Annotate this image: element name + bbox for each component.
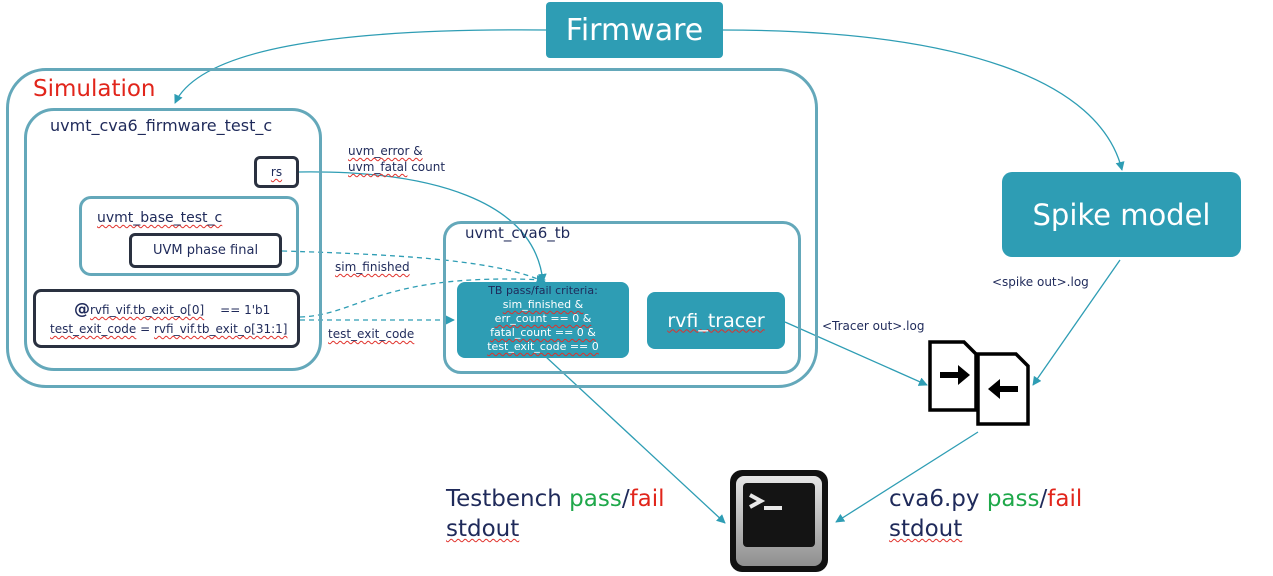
- cva6-fail: fail: [1047, 486, 1083, 512]
- firmware-label: Firmware: [565, 12, 704, 48]
- cva6-result-line1: cva6.py pass/fail: [889, 488, 1082, 511]
- rs-box: rs: [254, 156, 299, 188]
- cva6-tb-label: uvmt_cva6_tb: [465, 224, 571, 242]
- firmware-test-label: uvmt_cva6_firmware_test_c: [50, 116, 273, 135]
- test-exit-code-name: test_exit_code: [50, 322, 137, 336]
- exit-condition-line1: @rvfi_vif.tb_exit_o[0] == 1'b1: [74, 301, 270, 317]
- simulation-frame: [6, 68, 818, 388]
- uvm-fatal-text: uvm_fatal: [348, 160, 408, 174]
- criteria-sim-finished: sim_finished &: [502, 298, 584, 311]
- spike-log-label: <spike out>.log: [992, 275, 1089, 289]
- arrow-compare-to-terminal: [835, 431, 979, 523]
- spike-model-label: Spike model: [1032, 197, 1211, 232]
- sim-finished-label: sim_finished: [335, 260, 410, 274]
- spike-model-box: Spike model: [1002, 172, 1241, 257]
- uvm-error-text: uvm_error &: [348, 144, 423, 158]
- exit-signal-bit0: rvfi_vif.tb_exit_o[0]: [90, 303, 205, 317]
- uvm-phase-final-box: UVM phase final: [129, 233, 282, 268]
- testbench-label: Testbench: [446, 486, 570, 512]
- file-compare-icon: [928, 340, 1030, 426]
- pass-fail-criteria-box: TB pass/fail criteria: sim_finished & er…: [457, 282, 629, 358]
- dashed-phase-final-to-criteria: [281, 250, 546, 283]
- exit-signal-bits: rvfi_vif.tb_exit_o[31:1]: [153, 322, 288, 336]
- exit-condition-line2: test_exit_code = rvfi_vif.tb_exit_o[31:1…: [50, 323, 287, 335]
- simulation-label: Simulation: [33, 76, 156, 102]
- arrow-tracer-to-compare: [784, 321, 928, 386]
- rs-label: rs: [270, 165, 283, 179]
- terminal-icon: [730, 470, 828, 572]
- testbench-result-line1: Testbench pass/fail: [446, 488, 665, 511]
- cva6-tb-frame: [443, 221, 801, 374]
- uvm-error-fatal-label: uvm_error & uvm_fatal count: [348, 143, 445, 175]
- base-test-label: uvmt_base_test_c: [97, 210, 223, 226]
- at-symbol: @: [74, 299, 90, 318]
- firmware-test-frame: [24, 108, 322, 371]
- criteria-err-count: err_count == 0 &: [494, 312, 592, 325]
- arrow-spike-to-compare: [1032, 259, 1121, 386]
- uvm-phase-final-label: UVM phase final: [152, 243, 259, 258]
- arrow-firmware-to-spike: [721, 29, 1125, 171]
- tracer-log-label: <Tracer out>.log: [822, 319, 925, 333]
- cva6-pass: pass: [986, 486, 1040, 512]
- criteria-test-exit-code: test_exit_code == 0: [487, 340, 599, 353]
- arrow-firmware-to-simulation: [174, 29, 547, 104]
- criteria-fatal-count: fatal_count == 0 &: [490, 326, 596, 339]
- rvfi-tracer-box: rvfi_tracer: [647, 292, 785, 349]
- firmware-box: Firmware: [546, 2, 723, 58]
- testbench-pass: pass: [569, 486, 622, 512]
- arrow-criteria-to-terminal: [544, 355, 726, 524]
- test-exit-code-label: test_exit_code: [328, 327, 415, 341]
- exit-condition-box: [33, 289, 300, 348]
- cva6-label: cva6.py: [889, 486, 987, 512]
- base-test-frame: [79, 196, 299, 276]
- testbench-fail: fail: [629, 486, 665, 512]
- cva6-slash: /: [1039, 486, 1048, 512]
- testbench-stdout: stdout: [446, 516, 520, 542]
- assign-operator: =: [136, 322, 154, 336]
- testbench-slash: /: [621, 486, 630, 512]
- cva6-stdout: stdout: [889, 516, 963, 542]
- count-text: count: [407, 160, 446, 174]
- rvfi-tracer-label: rvfi_tracer: [667, 309, 765, 332]
- criteria-title: TB pass/fail criteria:: [488, 284, 598, 297]
- exit-signal-value: == 1'b1: [220, 303, 271, 317]
- arrow-rs-to-criteria: [297, 171, 547, 283]
